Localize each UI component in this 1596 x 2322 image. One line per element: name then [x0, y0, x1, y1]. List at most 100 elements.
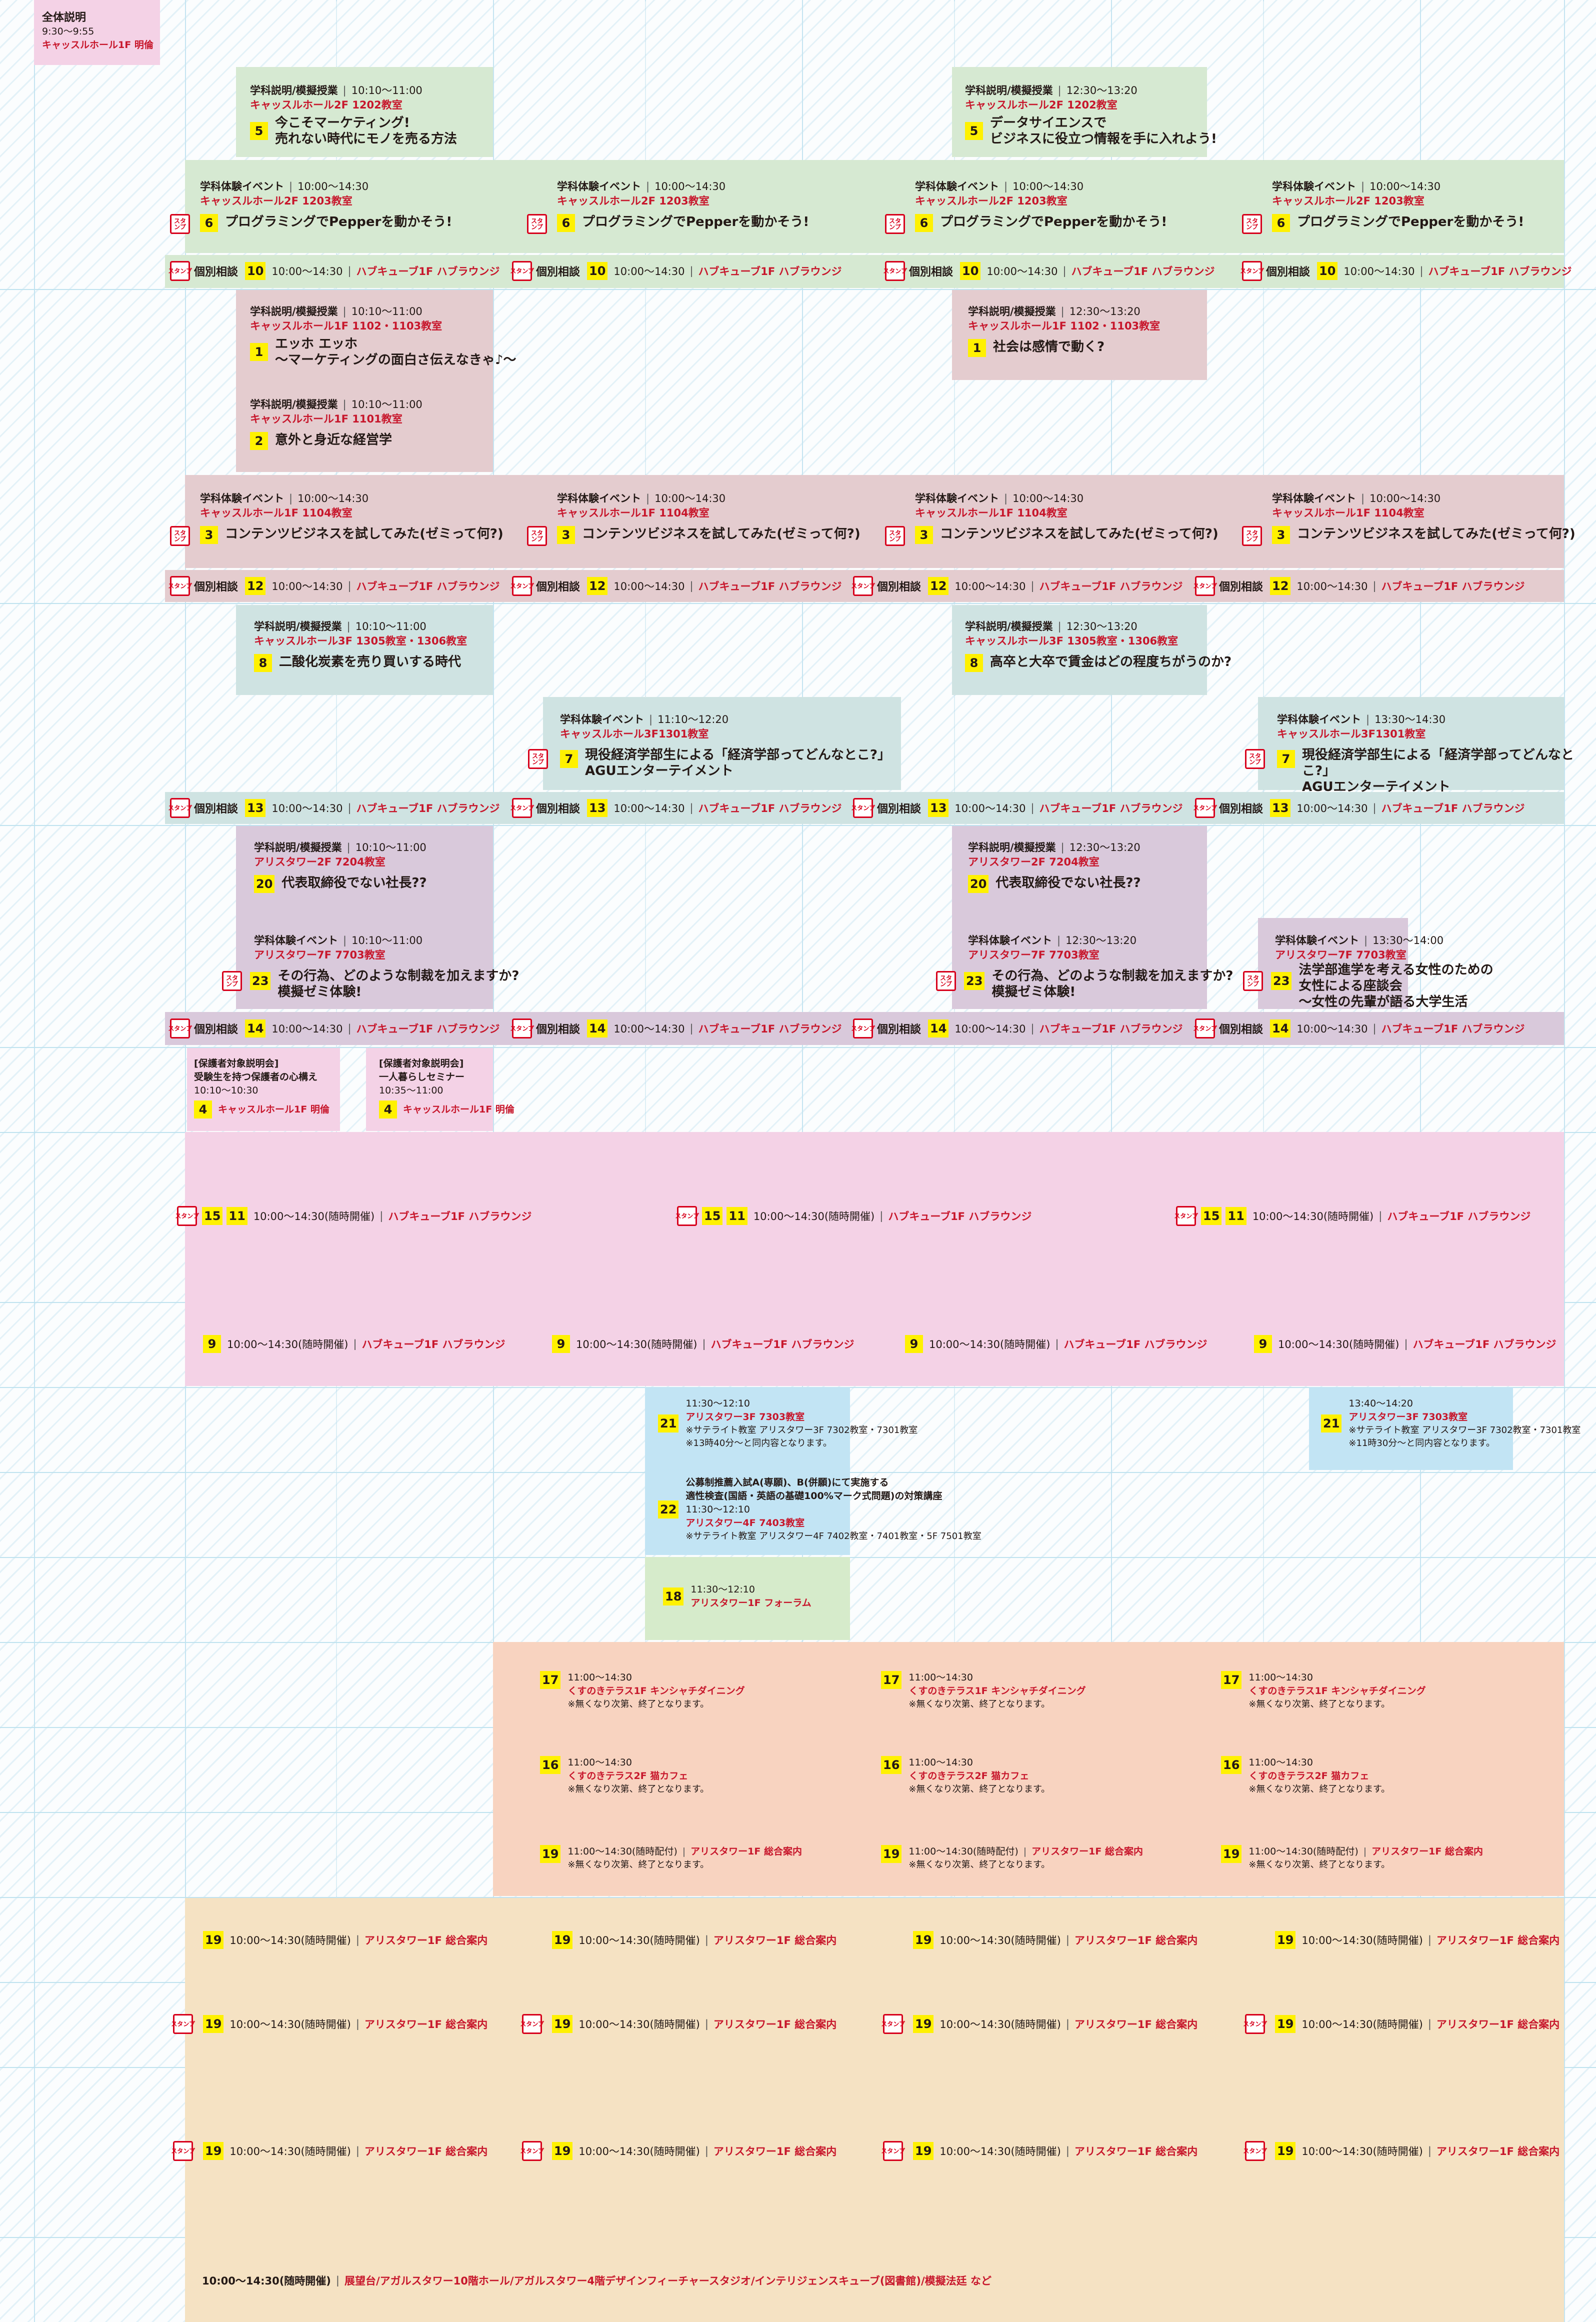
- time: 12:30〜13:20: [1066, 84, 1138, 96]
- forum-session[interactable]: 18 11:30〜12:10 アリスタワー1F フォーラム: [663, 1583, 812, 1610]
- ecodept-event-1[interactable]: 学科体験イベント|11:10〜12:20 キャッスルホール3F1301教室 スタ…: [528, 712, 890, 779]
- program-number: 2: [250, 432, 268, 450]
- place: アリスタワー1F 総合案内: [364, 2146, 488, 2158]
- ecodept-lecture-2[interactable]: 学科説明/模擬授業|12:30〜13:20 キャッスルホール3F 1305教室・…: [965, 619, 1232, 672]
- mgmt-event-bg: [185, 475, 1564, 568]
- program-number: 19: [913, 1931, 934, 1949]
- place: ハブキューブ1F ハブラウンジ: [388, 1210, 532, 1222]
- law-lecture-1[interactable]: 学科説明/模擬授業|10:10〜11:00 アリスタワー2F 7204教室 20…: [254, 840, 427, 893]
- description: 適性検査(国語・英語の基礎100%マーク式問題)の対策講座: [686, 1490, 942, 1502]
- mgmt-lecture-bg: [236, 290, 493, 472]
- law-event-1[interactable]: 学科体験イベント|10:10〜11:00 アリスタワー7F 7703教室 スタン…: [222, 933, 520, 1000]
- mgmt-event-col1[interactable]: 学科体験イベント|10:00〜14:30 キャッスルホール1F 1104教室 ス…: [170, 491, 504, 546]
- ecodept-event-2[interactable]: 学科体験イベント|13:30〜14:30 キャッスルホール3F1301教室 スタ…: [1245, 712, 1596, 795]
- ecodept-lecture-1[interactable]: 学科説明/模擬授業|10:10〜11:00 キャッスルホール3F 1305教室・…: [254, 619, 467, 672]
- econ-event-col4[interactable]: 学科体験イベント|10:00〜14:30 キャッスルホール2F 1203教室 ス…: [1242, 179, 1524, 234]
- title: 受験生を持つ保護者の心構え: [194, 1072, 318, 1082]
- mgmt-event-col4[interactable]: 学科体験イベント|10:00〜14:30 キャッスルホール1F 1104教室 ス…: [1242, 491, 1576, 546]
- mgmt-lecture-3[interactable]: 学科説明/模擬授業|12:30〜13:20 キャッスルホール1F 1102・11…: [968, 304, 1160, 357]
- mgmt-lecture-1[interactable]: 学科説明/模擬授業|10:10〜11:00 キャッスルホール1F 1102・11…: [250, 306, 516, 368]
- econ-event-col2[interactable]: 学科体験イベント|10:00〜14:30 キャッスルホール2F 1203教室 ス…: [527, 179, 809, 234]
- time: 10:00〜14:30(随時開催): [1302, 2146, 1423, 2158]
- law-event-2[interactable]: 学科体験イベント|12:30〜13:20 アリスタワー7F 7703教室 スタン…: [936, 933, 1234, 1000]
- econ-event-col1[interactable]: 学科体験イベント|10:00〜14:30 キャッスルホール2F 1203教室 ス…: [170, 179, 452, 234]
- mgmt-event-col2[interactable]: 学科体験イベント|10:00〜14:30 キャッスルホール1F 1104教室 ス…: [527, 491, 860, 546]
- place: ハブキューブ1F ハブラウンジ: [356, 266, 500, 278]
- campus-tour[interactable]: 10:00〜14:30(随時開催)|展望台/アガルスタワー10階ホール/アガルス…: [202, 2273, 992, 2288]
- time: 10:00〜14:30(随時開催): [578, 2018, 700, 2030]
- blue-session-3[interactable]: 22 公募制推薦入試A(専願)、B(併願)にて実施する 適性検査(国語・英語の基…: [658, 1476, 982, 1543]
- program-number: 13: [245, 799, 266, 817]
- econ-lecture-2[interactable]: 学科説明/模擬授業|12:30〜13:20 キャッスルホール2F 1202教室 …: [965, 84, 1217, 146]
- econ-lecture-1[interactable]: 学科説明/模擬授業|10:10〜11:00 キャッスルホール2F 1202教室 …: [250, 84, 458, 146]
- blue-session-1[interactable]: 21 11:30〜12:10 アリスタワー3F 7303教室 ※サテライト教室 …: [658, 1397, 918, 1450]
- time: 10:00〜14:30: [1296, 802, 1368, 814]
- law-lecture-2[interactable]: 学科説明/模擬授業|12:30〜13:20 アリスタワー2F 7204教室 20…: [968, 840, 1141, 893]
- program-number: 11: [226, 1207, 248, 1225]
- label: 個別相談: [1219, 1024, 1264, 1036]
- ecodept-event-bg: [543, 697, 901, 790]
- mgmt-lecture-2[interactable]: 学科説明/模擬授業|10:10〜11:00 キャッスルホール1F 1101教室 …: [250, 397, 422, 450]
- title: エッホ エッホ 〜マーケティングの面白さ伝えなきゃ♪〜: [275, 336, 516, 368]
- law-event-3[interactable]: 学科体験イベント|13:30〜14:00 アリスタワー7F 7703教室 スタン…: [1243, 933, 1494, 1010]
- opening-place: キャッスルホール1F 明倫: [42, 40, 154, 50]
- program-number: 14: [1270, 1020, 1291, 1038]
- program-number: 16: [1221, 1756, 1242, 1774]
- stamp-icon: スタンプ: [510, 576, 534, 596]
- grid-line: [0, 603, 1596, 604]
- mgmt-event-col3[interactable]: 学科体験イベント|10:00〜14:30 キャッスルホール1F 1104教室 ス…: [885, 491, 1218, 546]
- blue-session-2[interactable]: 21 13:40〜14:20 アリスタワー3F 7303教室 ※サテライト教室 …: [1321, 1397, 1580, 1450]
- place: キャッスルホール1F 1101教室: [250, 413, 402, 425]
- time: 10:00〜14:30: [298, 492, 369, 504]
- place: ハブキューブ1F ハブラウンジ: [1039, 802, 1183, 814]
- econ-event-col3[interactable]: 学科体験イベント|10:00〜14:30 キャッスルホール2F 1203教室 ス…: [885, 179, 1167, 234]
- time: 10:00〜14:30(随時開催): [1278, 1338, 1400, 1350]
